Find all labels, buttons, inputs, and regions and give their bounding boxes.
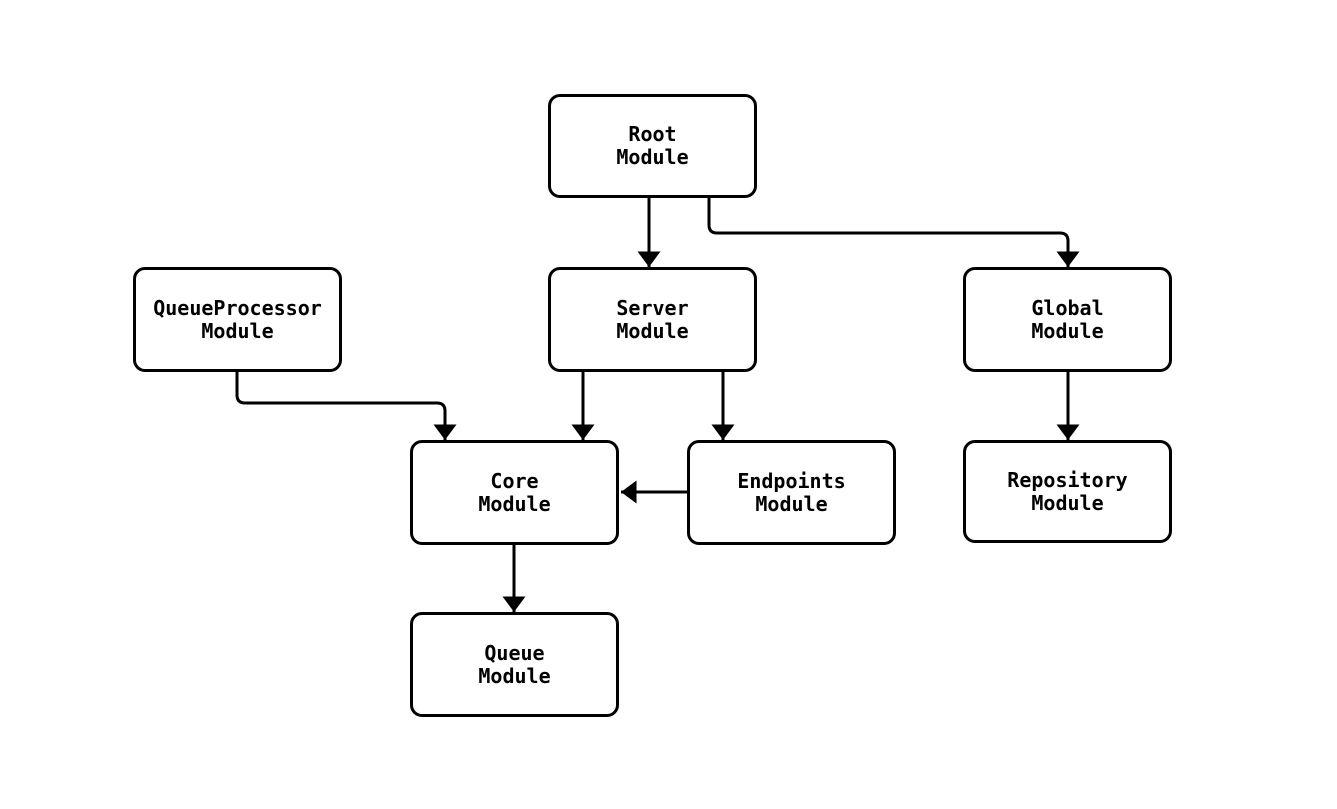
node-label: Endpoints Module xyxy=(737,468,846,516)
node-label: Repository Module xyxy=(1007,467,1128,515)
node-core-module: Core Module xyxy=(410,440,619,545)
edge-queueprocessor-to-core xyxy=(235,372,457,440)
node-queueprocessor-module: QueueProcessor Module xyxy=(133,267,342,372)
node-server-module: Server Module xyxy=(548,267,757,372)
node-label: Core Module xyxy=(478,468,551,516)
node-label: QueueProcessor Module xyxy=(153,295,322,343)
node-label: Root Module xyxy=(616,122,689,169)
edge-root-to-global xyxy=(707,197,1080,267)
node-endpoints-module: Endpoints Module xyxy=(687,440,896,545)
node-label: Server Module xyxy=(616,295,689,343)
node-label: Queue Module xyxy=(478,640,551,688)
node-root-module: Root Module xyxy=(548,94,757,198)
node-queue-module: Queue Module xyxy=(410,612,619,717)
node-repository-module: Repository Module xyxy=(963,440,1172,543)
node-global-module: Global Module xyxy=(963,267,1172,372)
node-label: Global Module xyxy=(1031,295,1104,343)
